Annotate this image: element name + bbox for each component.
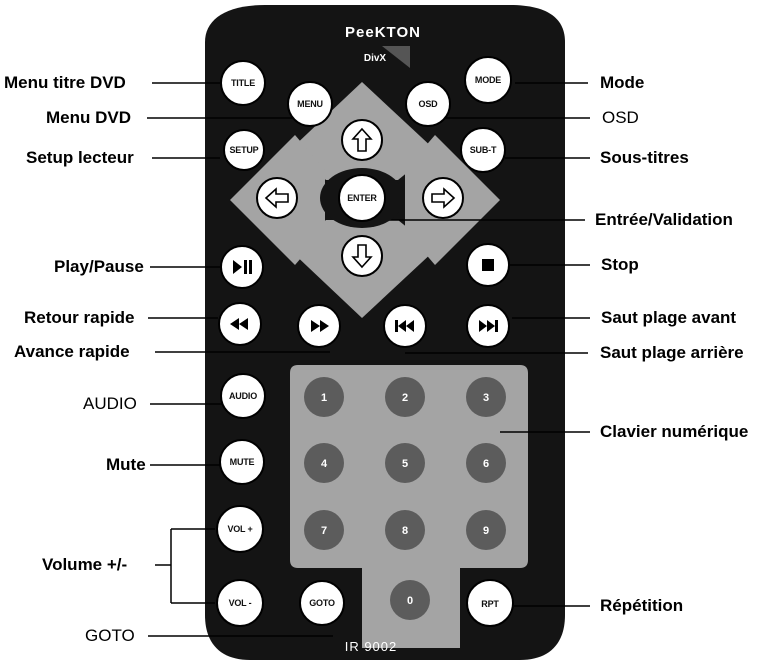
vol-plus-button[interactable]: VOL +: [216, 505, 264, 553]
label-osd: OSD: [602, 108, 639, 127]
numkey-7[interactable]: 7: [304, 510, 344, 550]
svg-text:8: 8: [402, 525, 408, 537]
numkey-0[interactable]: 0: [390, 580, 430, 620]
numkey-6[interactable]: 6: [466, 443, 506, 483]
svg-text:MUTE: MUTE: [230, 457, 255, 467]
label-setup: Setup lecteur: [26, 148, 134, 167]
svg-text:MENU: MENU: [297, 99, 323, 109]
label-menu-titre: Menu titre DVD: [4, 73, 126, 92]
subtitle-button[interactable]: SUB-T: [460, 127, 506, 173]
arrow-left-icon: [264, 187, 289, 209]
setup-button[interactable]: SETUP: [223, 129, 265, 171]
rewind-button[interactable]: [218, 302, 262, 346]
stop-button[interactable]: [466, 243, 510, 287]
label-entree: Entrée/Validation: [595, 210, 733, 229]
numkey-2[interactable]: 2: [385, 377, 425, 417]
svg-text:AUDIO: AUDIO: [229, 391, 257, 401]
svg-text:TITLE: TITLE: [231, 78, 255, 88]
label-play-pause: Play/Pause: [54, 257, 144, 276]
fast-forward-button[interactable]: [297, 304, 341, 348]
fast-forward-icon: [311, 320, 329, 332]
label-mute: Mute: [106, 455, 146, 474]
osd-button[interactable]: OSD: [405, 81, 451, 127]
up-arrow-button[interactable]: [341, 119, 383, 161]
svg-text:ENTER: ENTER: [347, 193, 377, 203]
numpad-background: [290, 365, 528, 648]
svg-text:2: 2: [402, 392, 408, 404]
svg-text:0: 0: [407, 595, 413, 607]
label-mode: Mode: [600, 73, 645, 92]
numkey-9[interactable]: 9: [466, 510, 506, 550]
svg-text:1: 1: [321, 392, 327, 404]
title-button[interactable]: TITLE: [220, 60, 266, 106]
label-sous-titres: Sous-titres: [600, 148, 689, 167]
stop-icon: [482, 259, 494, 271]
svg-text:VOL -: VOL -: [229, 598, 252, 608]
numkey-8[interactable]: 8: [385, 510, 425, 550]
svg-text:VOL +: VOL +: [227, 524, 252, 534]
right-arrow-button[interactable]: [422, 177, 464, 219]
arrow-right-icon: [431, 187, 456, 209]
skip-forward-button[interactable]: [466, 304, 510, 348]
arrow-up-icon: [351, 127, 373, 152]
mode-button[interactable]: MODE: [464, 56, 512, 104]
play-pause-button[interactable]: [220, 245, 264, 289]
enter-button[interactable]: ENTER: [320, 168, 404, 228]
down-arrow-button[interactable]: [341, 235, 383, 277]
rewind-icon: [230, 318, 248, 330]
mute-button[interactable]: MUTE: [219, 439, 265, 485]
label-audio: AUDIO: [83, 394, 137, 413]
label-volume: Volume +/-: [42, 555, 128, 574]
skip-back-icon: [395, 320, 414, 332]
menu-button[interactable]: MENU: [287, 81, 333, 127]
label-stop: Stop: [601, 255, 639, 274]
label-saut-arriere: Saut plage arrière: [600, 343, 744, 362]
left-arrow-button[interactable]: [256, 177, 298, 219]
svg-text:9: 9: [483, 525, 489, 537]
svg-text:6: 6: [483, 458, 489, 470]
play-pause-icon: [233, 260, 242, 274]
divx-triangle: [382, 46, 410, 68]
skip-back-button[interactable]: [383, 304, 427, 348]
label-avance: Avance rapide: [14, 342, 130, 361]
svg-text:4: 4: [321, 458, 328, 470]
numkey-4[interactable]: 4: [304, 443, 344, 483]
label-retour: Retour rapide: [24, 308, 135, 327]
skip-forward-icon: [479, 320, 498, 332]
numpad: 1 2 3 4 5 6 7 8 9 0: [304, 377, 506, 620]
svg-text:RPT: RPT: [481, 599, 499, 609]
numkey-3[interactable]: 3: [466, 377, 506, 417]
svg-text:SUB-T: SUB-T: [470, 145, 497, 155]
label-menu-dvd: Menu DVD: [46, 108, 131, 127]
svg-text:5: 5: [402, 458, 408, 470]
svg-text:7: 7: [321, 525, 327, 537]
brand-logo: PeeKTON: [345, 24, 421, 41]
svg-text:3: 3: [483, 392, 489, 404]
numkey-1[interactable]: 1: [304, 377, 344, 417]
arrow-down-icon: [351, 244, 373, 269]
goto-button[interactable]: GOTO: [299, 580, 345, 626]
label-goto: GOTO: [85, 626, 135, 645]
leader-lines: [147, 82, 590, 637]
label-repetition: Répétition: [600, 596, 684, 615]
divx-logo: DivX: [364, 53, 387, 64]
svg-text:SETUP: SETUP: [229, 145, 258, 155]
label-saut-avant: Saut plage avant: [601, 308, 737, 327]
numkey-5[interactable]: 5: [385, 443, 425, 483]
vol-minus-button[interactable]: VOL -: [216, 579, 264, 627]
audio-button[interactable]: AUDIO: [220, 373, 266, 419]
model-label: IR 9002: [345, 639, 398, 654]
svg-text:OSD: OSD: [419, 99, 439, 109]
label-clavier: Clavier numérique: [600, 422, 749, 441]
svg-text:MODE: MODE: [475, 75, 501, 85]
repeat-button[interactable]: RPT: [466, 579, 514, 627]
svg-text:GOTO: GOTO: [309, 598, 335, 608]
